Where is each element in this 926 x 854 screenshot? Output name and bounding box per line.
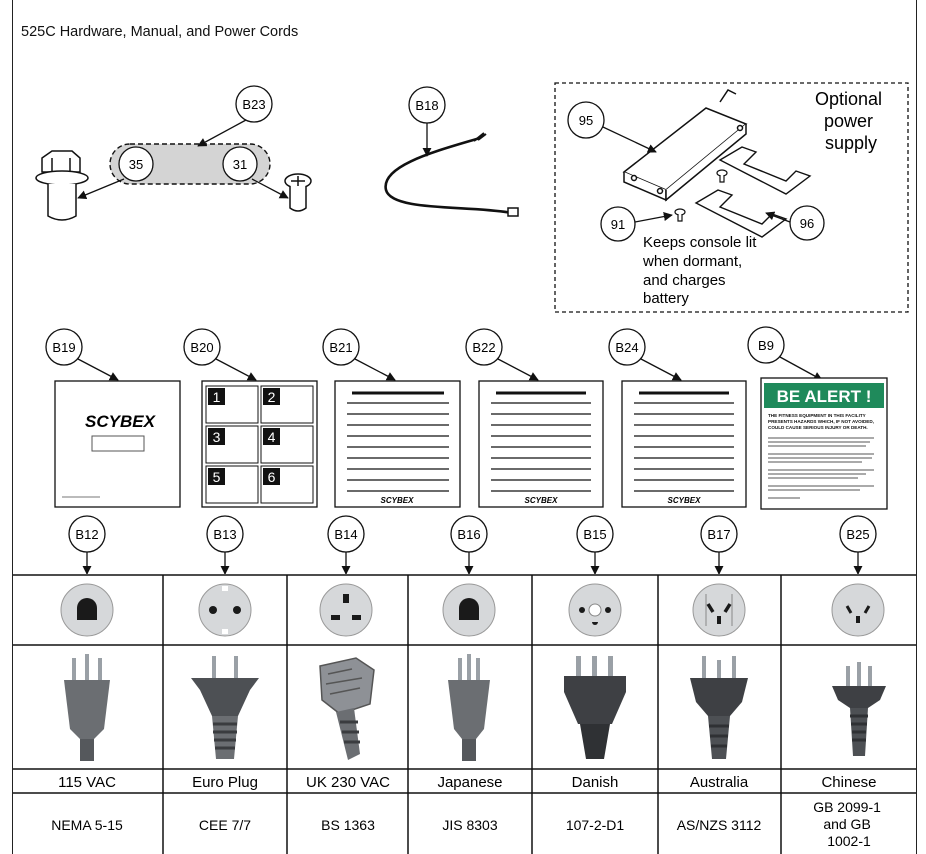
- svg-text:B16: B16: [457, 527, 480, 542]
- callout-b21: B21: [322, 328, 360, 366]
- svg-text:B23: B23: [242, 97, 265, 112]
- plug-australia-icon: [690, 656, 748, 759]
- callout-b19: B19: [45, 328, 83, 366]
- svg-text:B17: B17: [707, 527, 730, 542]
- svg-text:2: 2: [268, 389, 276, 405]
- svg-text:B15: B15: [583, 527, 606, 542]
- callout-95: 95: [567, 101, 605, 139]
- lined-sheet: SCYBEX: [621, 380, 747, 508]
- cord-name: Australia: [690, 774, 749, 791]
- svg-text:B14: B14: [334, 527, 357, 542]
- plug-japanese-icon: [448, 654, 490, 761]
- cord-spec: CEE 7/7: [199, 817, 251, 833]
- callout-91: 91: [600, 206, 636, 242]
- socket-danish-icon: [568, 583, 622, 637]
- svg-text:B21: B21: [329, 340, 352, 355]
- plug-nema-icon: [64, 654, 110, 761]
- svg-text:6: 6: [268, 469, 276, 485]
- power-cords-table: 115 VAC Euro Plug UK 230 VAC Japanese Da…: [13, 574, 916, 854]
- svg-text:96: 96: [800, 216, 814, 231]
- bolt-icon: [35, 150, 89, 221]
- svg-text:91: 91: [611, 217, 625, 232]
- callout-b9: B9: [747, 326, 785, 364]
- cord-name: Euro Plug: [192, 774, 258, 791]
- socket-uk-icon: [319, 583, 373, 637]
- svg-text:5: 5: [213, 469, 221, 485]
- cord-spec: JIS 8303: [442, 817, 497, 833]
- socket-nema-icon: [60, 583, 114, 637]
- callout-b12: B12: [68, 515, 106, 553]
- page-title: 525C Hardware, Manual, and Power Cords: [21, 24, 299, 40]
- cord-name: Danish: [572, 774, 619, 791]
- svg-text:B22: B22: [472, 340, 495, 355]
- cord-spec: GB 2099-1 and GB 1002-1: [813, 799, 885, 849]
- svg-text:3: 3: [213, 429, 221, 445]
- callout-b23: B23: [235, 85, 273, 123]
- callout-b16: B16: [450, 515, 488, 553]
- optional-power-supply-title: Optional power supply: [815, 89, 887, 153]
- svg-text:95: 95: [579, 113, 593, 128]
- plug-euro-icon: [191, 656, 259, 759]
- svg-text:SCYBEX: SCYBEX: [381, 496, 415, 505]
- socket-australia-icon: [692, 583, 746, 637]
- cord-name: Chinese: [821, 774, 876, 791]
- optional-power-supply-box: [554, 82, 909, 313]
- callout-b18: B18: [408, 86, 446, 124]
- callout-35: 35: [118, 146, 154, 182]
- cable-icon: [384, 132, 519, 217]
- callout-b15: B15: [576, 515, 614, 553]
- screw-icon: [284, 173, 312, 212]
- cord-name: 115 VAC: [58, 774, 116, 791]
- callout-b14: B14: [327, 515, 365, 553]
- svg-text:4: 4: [268, 429, 276, 445]
- callout-b20: B20: [183, 328, 221, 366]
- svg-text:THE FITNESS EQUIPMENT IN THIS: THE FITNESS EQUIPMENT IN THIS FACILITY P…: [768, 413, 875, 430]
- cord-name: Japanese: [437, 774, 502, 791]
- svg-text:B18: B18: [415, 98, 438, 113]
- callout-b25: B25: [839, 515, 877, 553]
- bracket-icon: [694, 146, 812, 238]
- cord-spec: 107-2-D1: [566, 817, 625, 833]
- power-supply-icon: [622, 89, 748, 202]
- socket-euro-icon: [198, 583, 252, 637]
- svg-text:B24: B24: [615, 340, 638, 355]
- svg-text:1: 1: [213, 389, 221, 405]
- hardware-manuals-diagram: 35 31 B23 B18 Optional power supply: [35, 82, 909, 574]
- svg-text:35: 35: [129, 157, 143, 172]
- svg-text:B9: B9: [758, 338, 774, 353]
- callout-b24: B24: [608, 328, 646, 366]
- callout-b22: B22: [465, 328, 503, 366]
- socket-chinese-icon: [831, 583, 885, 637]
- optional-power-supply-note: Keeps console lit when dormant, and char…: [642, 234, 761, 307]
- plug-chinese-icon: [832, 662, 886, 756]
- svg-text:SCYBEX: SCYBEX: [525, 496, 559, 505]
- plug-uk-icon: [319, 657, 375, 760]
- svg-text:B13: B13: [213, 527, 236, 542]
- svg-text:B19: B19: [52, 340, 75, 355]
- screw-small-icon: [674, 169, 728, 222]
- lined-sheet: SCYBEX: [478, 380, 604, 508]
- callout-96: 96: [789, 205, 825, 241]
- lined-sheet: SCYBEX: [334, 380, 461, 508]
- svg-text:SCYBEX: SCYBEX: [668, 496, 702, 505]
- svg-text:B20: B20: [190, 340, 213, 355]
- cord-spec: BS 1363: [321, 817, 375, 833]
- svg-text:BE ALERT !: BE ALERT !: [777, 387, 872, 406]
- callout-31: 31: [222, 146, 258, 182]
- svg-text:B12: B12: [75, 527, 98, 542]
- cord-spec: NEMA 5-15: [51, 817, 123, 833]
- cybex-logo: SCYBEX: [85, 412, 157, 431]
- manual-cover: SCYBEX: [54, 380, 181, 508]
- svg-text:B25: B25: [846, 527, 869, 542]
- svg-text:31: 31: [233, 157, 247, 172]
- cord-name: UK 230 VAC: [306, 774, 390, 791]
- callout-b17: B17: [700, 515, 738, 553]
- callout-b13: B13: [206, 515, 244, 553]
- plug-danish-icon: [564, 656, 626, 759]
- be-alert-placard: BE ALERT ! THE FITNESS EQUIPMENT IN THIS…: [760, 377, 888, 510]
- socket-japanese-icon: [442, 583, 496, 637]
- cord-spec: AS/NZS 3112: [677, 817, 762, 833]
- numbered-grid-sheet: 1 2 3 4 5 6: [201, 380, 318, 508]
- page-frame: [12, 0, 917, 854]
